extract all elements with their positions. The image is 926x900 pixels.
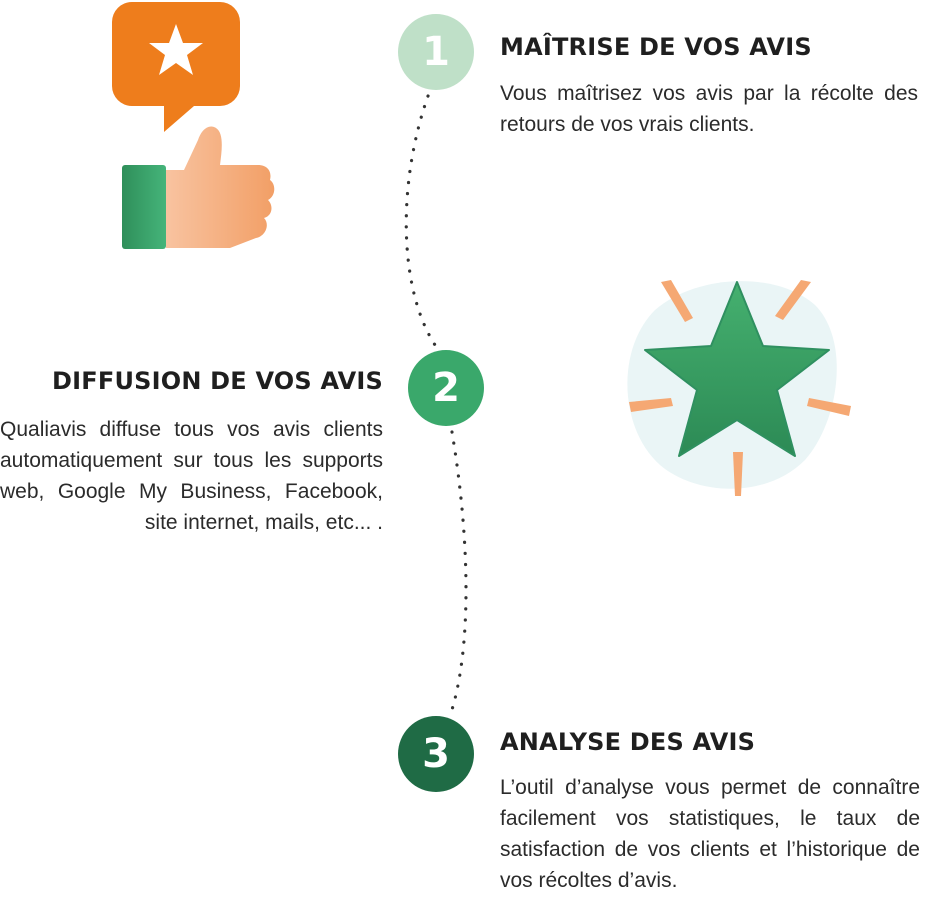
step-3-number: 3 (422, 731, 450, 777)
step-3-title: ANALYSE DES AVIS (500, 728, 756, 756)
step-2-title: DIFFUSION DE VOS AVIS (52, 367, 383, 395)
step-3-description: L’outil d’analyse vous permet de connaît… (500, 776, 920, 892)
step-3-number-badge: 3 (398, 716, 474, 792)
star-rays (629, 280, 851, 496)
big-star-icon (644, 281, 830, 457)
step-1-description: Vous maîtrisez vos avis par la récolte d… (500, 82, 918, 136)
thumbs-up-review-icon (112, 2, 275, 249)
step-1-title: MAÎTRISE DE VOS AVIS (500, 33, 812, 61)
sleeve-cuff (122, 165, 166, 249)
bubble-star-icon (149, 24, 203, 75)
step-2-description: Qualiavis diffuse tous vos avis clients … (0, 418, 383, 534)
star-burst-icon (627, 280, 851, 496)
thumb-hand (166, 126, 275, 248)
step-2-number-badge: 2 (408, 350, 484, 426)
step-1-number-badge: 1 (398, 14, 474, 90)
speech-bubble-icon (112, 2, 240, 132)
step-1-number: 1 (422, 29, 450, 75)
step-2-number: 2 (432, 365, 460, 411)
